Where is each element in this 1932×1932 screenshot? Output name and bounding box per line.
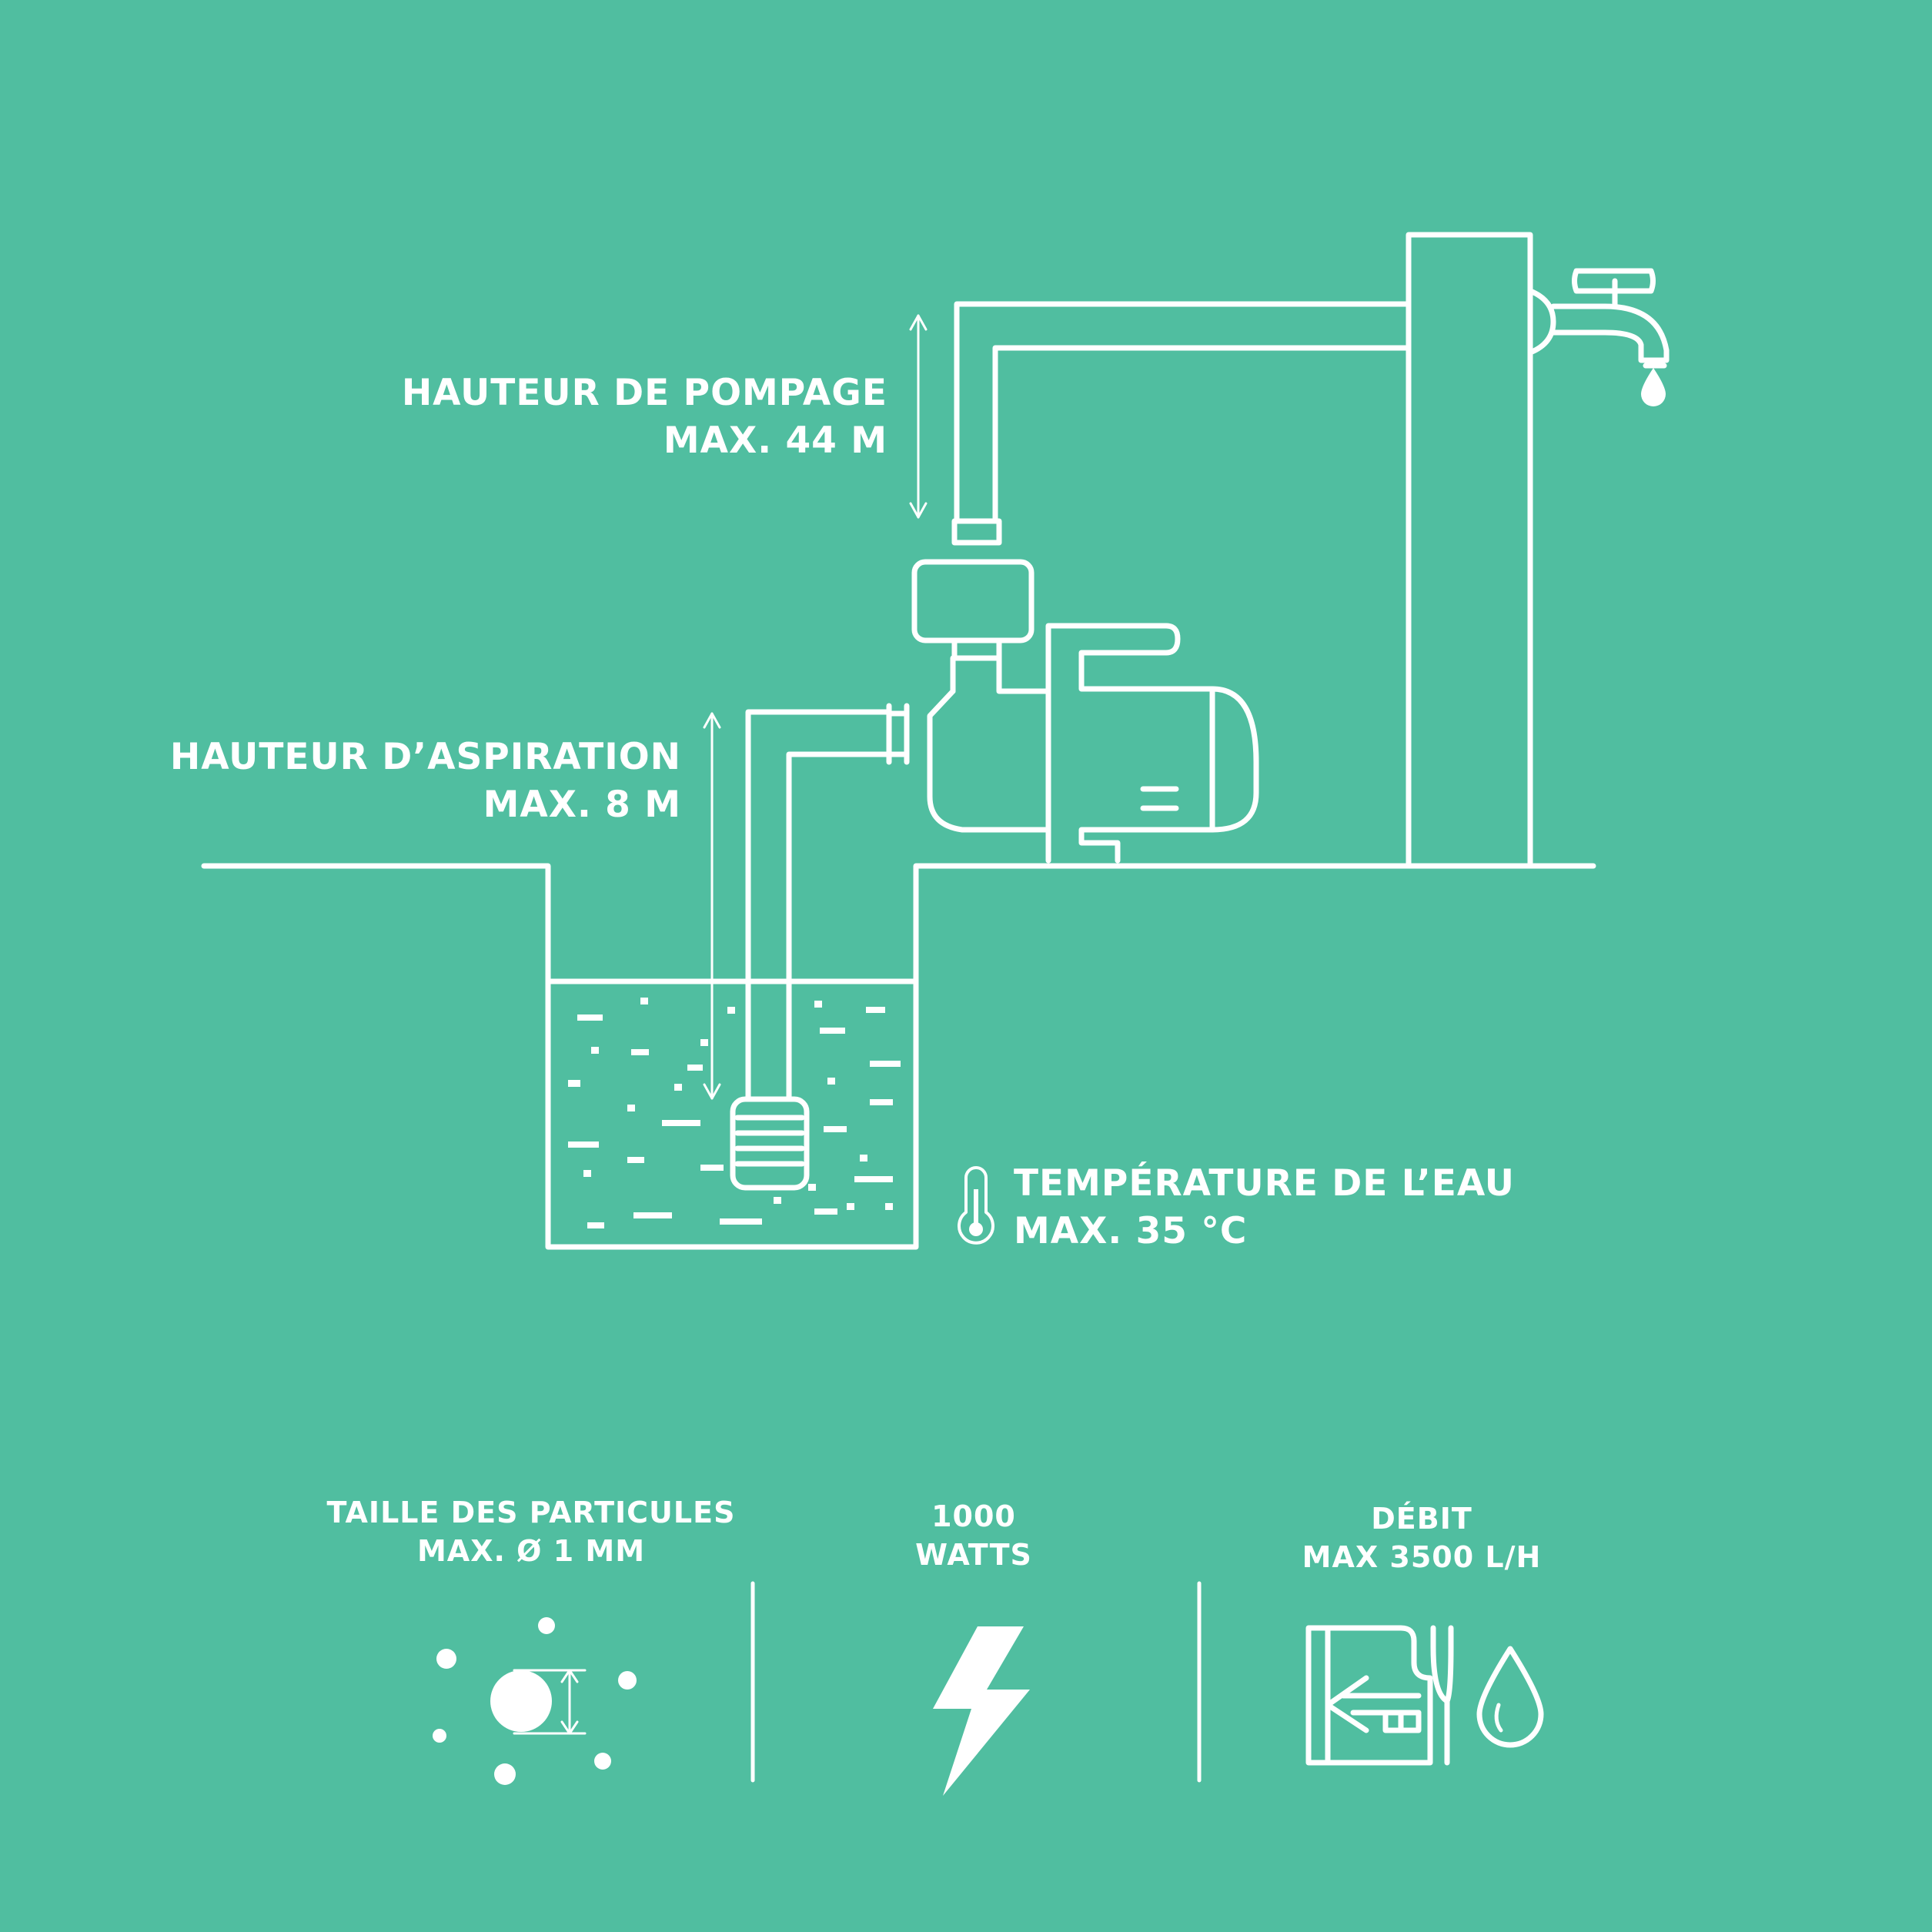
feature-flow-rate-value: MAX 3500 L/H xyxy=(1302,1540,1542,1575)
water-drop-icon xyxy=(1641,368,1666,406)
flow-rate-icon xyxy=(1305,1625,1544,1766)
suction-height-label: HAUTEUR D’ASPIRATION MAX. 8 M xyxy=(170,734,681,829)
feature-flow-rate: DÉBIT MAX 3500 L/H xyxy=(1229,1499,1614,1576)
suction-pipe xyxy=(745,709,892,1102)
strainer-icon xyxy=(730,1096,810,1191)
discharge-pipe xyxy=(954,301,1412,524)
pumping-height-value: MAX. 44 M xyxy=(663,419,887,463)
pressure-controller xyxy=(911,518,1035,661)
motor-vent-icon xyxy=(1140,786,1179,811)
feature-particle-size: TAILLE DES PARTICULES MAX. Ø 1 MM xyxy=(300,1493,762,1570)
inlet-fitting xyxy=(886,703,910,765)
feature-power: 1000 WATTS xyxy=(820,1497,1128,1574)
thermometer-icon xyxy=(958,1166,994,1245)
suction-height-arrow xyxy=(703,712,721,1100)
feature-particle-size-value: MAX. Ø 1 MM xyxy=(416,1534,646,1569)
pumping-height-arrow xyxy=(909,314,928,519)
feature-power-unit: WATTS xyxy=(915,1538,1032,1573)
feature-particle-size-title: TAILLE DES PARTICULES xyxy=(326,1496,736,1529)
pump-housing xyxy=(927,688,1051,833)
suction-height-value: MAX. 8 M xyxy=(483,784,681,827)
suction-height-title: HAUTEUR D’ASPIRATION xyxy=(169,736,681,778)
pump-motor xyxy=(1045,623,1259,864)
feature-flow-rate-title: DÉBIT xyxy=(1371,1502,1472,1536)
water-temperature-label: TEMPÉRATURE DE L’EAU MAX. 35 °C xyxy=(1014,1160,1515,1255)
pump-neck xyxy=(950,655,1051,694)
ground-line xyxy=(201,863,1596,1250)
water-temperature-title: TEMPÉRATURE DE L’EAU xyxy=(1014,1162,1515,1205)
lightning-bolt-icon xyxy=(933,1626,1030,1796)
pumping-height-label: HAUTEUR DE POMPAGE MAX. 44 M xyxy=(402,369,887,465)
tap-icon xyxy=(1527,268,1670,369)
thermometer-bulb xyxy=(969,1222,983,1236)
particle-size-icon xyxy=(433,1617,637,1785)
thermometer-mercury xyxy=(974,1189,978,1228)
water-temperature-value: MAX. 35 °C xyxy=(1014,1210,1248,1253)
water-particles xyxy=(568,998,901,1228)
feature-power-value: 1000 xyxy=(931,1499,1016,1533)
standpipe-column xyxy=(1406,232,1533,869)
pumping-height-title: HAUTEUR DE POMPAGE xyxy=(401,372,887,414)
